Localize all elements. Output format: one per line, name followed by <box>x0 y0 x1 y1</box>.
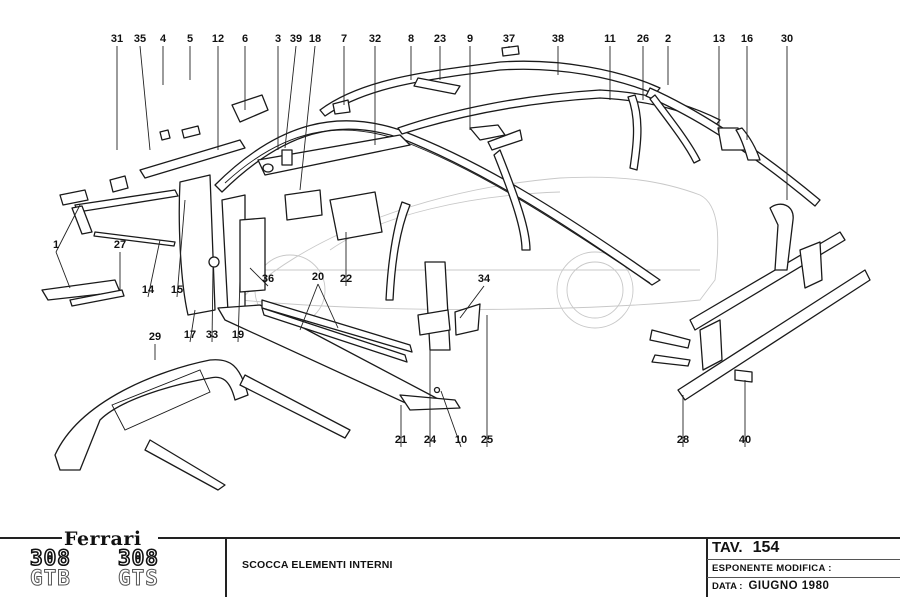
leader-line-1 <box>55 204 81 253</box>
model-number: 308 <box>117 546 159 570</box>
callout-18: 18 <box>309 33 321 45</box>
callout-25: 25 <box>481 434 493 446</box>
leader-line-20b <box>317 283 339 329</box>
model-badge-gts: 308 GTS <box>117 546 159 590</box>
callout-6: 6 <box>242 33 248 45</box>
divider <box>707 577 900 578</box>
divider <box>225 537 227 597</box>
callout-13: 13 <box>713 33 725 45</box>
callout-40: 40 <box>739 434 751 446</box>
front-structure <box>41 94 411 316</box>
leader-line-20 <box>299 283 319 331</box>
callout-21: 21 <box>395 434 407 446</box>
model-number: 308 <box>29 546 71 570</box>
roof-structure <box>214 45 821 301</box>
callout-38: 38 <box>552 33 564 45</box>
leader-line-19 <box>237 279 241 343</box>
callout-20: 20 <box>312 271 324 283</box>
model-suffix: GTB <box>30 566 71 590</box>
callout-15: 15 <box>171 284 183 296</box>
tav-number: 154 <box>752 539 780 556</box>
tav-label: TAV. <box>712 539 743 556</box>
leader-lines <box>55 45 788 448</box>
rear-subframe <box>649 203 871 401</box>
divider <box>707 559 900 560</box>
callout-1: 1 <box>53 239 59 251</box>
leader-line-15 <box>176 199 186 298</box>
divider <box>706 537 708 597</box>
callout-16: 16 <box>741 33 753 45</box>
callout-12: 12 <box>212 33 224 45</box>
callout-31: 31 <box>111 33 123 45</box>
leader-line-39 <box>284 45 297 149</box>
callout-14: 14 <box>142 284 155 296</box>
callout-24: 24 <box>424 434 437 446</box>
callout-36: 36 <box>262 273 274 285</box>
callout-23: 23 <box>434 33 446 45</box>
callout-26: 26 <box>637 33 649 45</box>
esponente-label: ESPONENTE MODIFICA : <box>712 563 832 574</box>
modification-index: ESPONENTE MODIFICA : <box>712 563 832 574</box>
callout-5: 5 <box>187 33 193 45</box>
leader-line-36 <box>249 267 269 287</box>
leader-line-10 <box>440 390 462 448</box>
callout-29: 29 <box>149 331 161 343</box>
leader-line-1b <box>55 251 71 289</box>
callout-4: 4 <box>160 33 167 45</box>
title-rule-left <box>0 537 62 539</box>
callout-30: 30 <box>781 33 793 45</box>
model-suffix: GTS <box>118 566 159 590</box>
title-rule-right <box>158 537 900 539</box>
targa-roof-panel <box>54 359 351 491</box>
callout-17: 17 <box>184 329 196 341</box>
callout-3: 3 <box>275 33 281 45</box>
callout-8: 8 <box>408 33 414 45</box>
callout-32: 32 <box>369 33 381 45</box>
date-value: GIUGNO 1980 <box>748 580 830 592</box>
callout-34: 34 <box>478 273 491 285</box>
callout-9: 9 <box>467 33 473 45</box>
callout-19: 19 <box>232 329 244 341</box>
callout-10: 10 <box>455 434 467 446</box>
callout-7: 7 <box>341 33 347 45</box>
leader-line-33 <box>211 266 214 343</box>
callout-35: 35 <box>134 33 146 45</box>
model-badge-gtb: 308 GTB <box>29 546 71 590</box>
callout-2: 2 <box>665 33 671 45</box>
callout-28: 28 <box>677 434 689 446</box>
leader-line-35 <box>139 45 151 151</box>
leader-line-18 <box>299 45 316 191</box>
ferrari-logo: Ferrari <box>64 528 142 550</box>
callout-33: 33 <box>206 329 218 341</box>
drawing-date: DATA : GIUGNO 1980 <box>712 580 829 592</box>
leader-line-14 <box>147 239 161 298</box>
callout-22: 22 <box>340 273 352 285</box>
callout-39: 39 <box>290 33 302 45</box>
leader-line-17 <box>189 309 196 343</box>
leader-line-34 <box>459 285 485 319</box>
title-block: Ferrari 308 GTB 308 GTS SCOCCA ELEMENTI … <box>0 528 900 597</box>
sill-members <box>217 261 481 411</box>
callout-11: 11 <box>604 33 616 45</box>
drawing-description: SCOCCA ELEMENTI INTERNI <box>242 559 393 571</box>
callout-37: 37 <box>503 33 515 45</box>
table-number: TAV. 154 <box>712 539 779 557</box>
date-label: DATA : <box>712 581 743 592</box>
callout-27: 27 <box>114 239 126 251</box>
